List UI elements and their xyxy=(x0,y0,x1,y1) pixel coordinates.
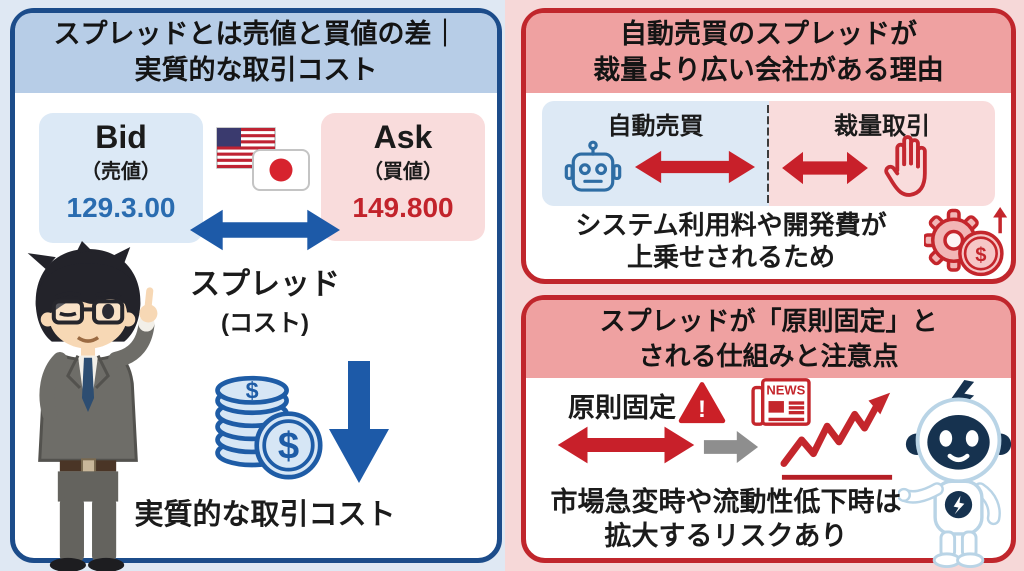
coin-dollar-symbol: $ xyxy=(278,424,299,467)
panel-title: スプレッドとは売値と買値の差｜ 実質的な取引コスト xyxy=(15,13,497,93)
bid-sublabel: （売値） xyxy=(81,160,161,183)
warning-icon: ! xyxy=(678,380,726,426)
us-flag-icon xyxy=(216,127,276,169)
spread-caption: スプレッド (コスト) xyxy=(105,259,425,338)
robot-head-icon xyxy=(564,135,622,201)
manual-trading-label: 裁量取引 xyxy=(834,113,930,140)
spread-label: スプレッド xyxy=(190,268,340,301)
warning-mark: ! xyxy=(698,396,706,423)
caution-text: 市場急変時や流動性低下時は 拡大するリスクあり xyxy=(526,486,926,554)
reason-line2: 上乗せされるため xyxy=(626,241,835,272)
title-line1: スプレッドが「原則固定」と xyxy=(599,305,938,336)
panel-title: 自動売買のスプレッドが 裁量より広い会社がある理由 xyxy=(526,13,1011,93)
caution-line1: 市場急変時や流動性低下時は xyxy=(550,487,902,517)
fixed-spread-label: 原則固定 xyxy=(568,393,676,423)
ask-label: Ask xyxy=(373,119,433,155)
title-line1: 自動売買のスプレッドが xyxy=(620,19,917,50)
title-line2: 実質的な取引コスト xyxy=(134,55,378,85)
up-arrow-icon xyxy=(993,207,1008,234)
flow-arrow-icon xyxy=(702,428,760,466)
news-icon: NEWS xyxy=(750,376,814,430)
auto-trading-label: 自動売買 xyxy=(607,113,704,140)
gear-coin-icon: $ xyxy=(924,203,1008,281)
fixed-spread-panel: スプレッドが「原則固定」と される仕組みと注意点 原則固定 ! NEWS xyxy=(521,295,1016,568)
coin-stack-icon: $ $ xyxy=(211,363,323,483)
ask-value: 149.800 xyxy=(352,191,454,223)
spread-definition-panel: スプレッドとは売値と買値の差｜ 実質的な取引コスト Bid （売値） 129.3… xyxy=(10,8,502,571)
ask-box: Ask （買値） 149.800 xyxy=(321,113,485,241)
japan-flag-icon xyxy=(252,149,310,191)
reason-text: システム利用料や開発費が 上乗せされるため xyxy=(526,210,936,273)
stack-dollar-symbol: $ xyxy=(246,378,259,404)
title-line2: される仕組みと注意点 xyxy=(638,341,899,371)
narrow-spread-arrow-icon xyxy=(781,149,869,187)
effective-cost-label: 実質的な取引コスト xyxy=(134,499,396,531)
caution-line2: 拡大するリスクあり xyxy=(604,520,848,551)
price-spike-chart-icon xyxy=(778,388,898,482)
currency-pair-flags-icon xyxy=(215,125,311,193)
manual-trading-box: 裁量取引 xyxy=(769,101,995,206)
hand-icon xyxy=(877,129,939,201)
spread-sublabel: (コスト) xyxy=(221,310,309,337)
wide-spread-arrow-icon xyxy=(632,147,758,187)
bid-value: 129.3.00 xyxy=(66,191,176,223)
reason-line1: システム利用料や開発費が xyxy=(575,210,887,240)
spread-double-arrow-icon xyxy=(185,205,345,255)
title-line2: 裁量より広い会社がある理由 xyxy=(593,55,944,85)
gear-coin-dollar-symbol: $ xyxy=(975,244,986,266)
bid-box: Bid （売値） 129.3.00 xyxy=(39,113,203,243)
businessman-illustration xyxy=(0,241,175,571)
mascot-robot-illustration xyxy=(898,378,1020,568)
news-label: NEWS xyxy=(766,382,805,397)
auto-trading-box: 自動売買 xyxy=(542,101,769,206)
auto-trading-spread-panel: 自動売買のスプレッドが 裁量より広い会社がある理由 自動売買 裁量取引 xyxy=(521,8,1016,284)
ask-sublabel: （買値） xyxy=(363,160,443,183)
down-arrow-icon xyxy=(327,359,391,485)
fixed-spread-arrow-icon xyxy=(556,422,696,468)
title-line1: スプレッドとは売値と買値の差｜ xyxy=(53,19,459,50)
bid-label: Bid xyxy=(95,119,147,155)
panel-title: スプレッドが「原則固定」と される仕組みと注意点 xyxy=(526,300,1011,378)
